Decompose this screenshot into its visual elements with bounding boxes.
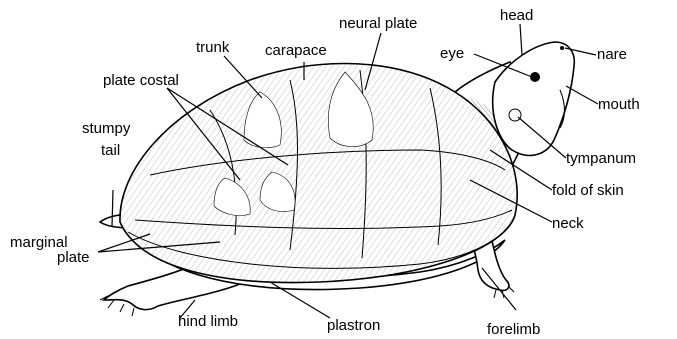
- label-nare: nare: [597, 46, 627, 63]
- label-head: head: [500, 7, 533, 24]
- label-trunk: trunk: [196, 39, 230, 56]
- label-eye: eye: [440, 45, 464, 62]
- label-plate-costal: plate costal: [103, 72, 179, 89]
- head-shape: [493, 42, 575, 155]
- label-plate: plate: [57, 249, 90, 266]
- label-tail: tail: [101, 142, 120, 159]
- label-fold-of-skin: fold of skin: [552, 182, 624, 199]
- label-carapace: carapace: [265, 42, 327, 59]
- label-mouth: mouth: [598, 96, 640, 113]
- label-plastron: plastron: [327, 317, 380, 334]
- label-hind-limb: hind limb: [178, 313, 238, 330]
- label-neck: neck: [552, 215, 584, 232]
- label-forelimb: forelimb: [487, 321, 540, 338]
- label-tympanum: tympanum: [566, 150, 636, 167]
- label-neural-plate: neural plate: [339, 15, 417, 32]
- nare-shape: [560, 46, 564, 50]
- label-stumpy: stumpy: [82, 120, 131, 137]
